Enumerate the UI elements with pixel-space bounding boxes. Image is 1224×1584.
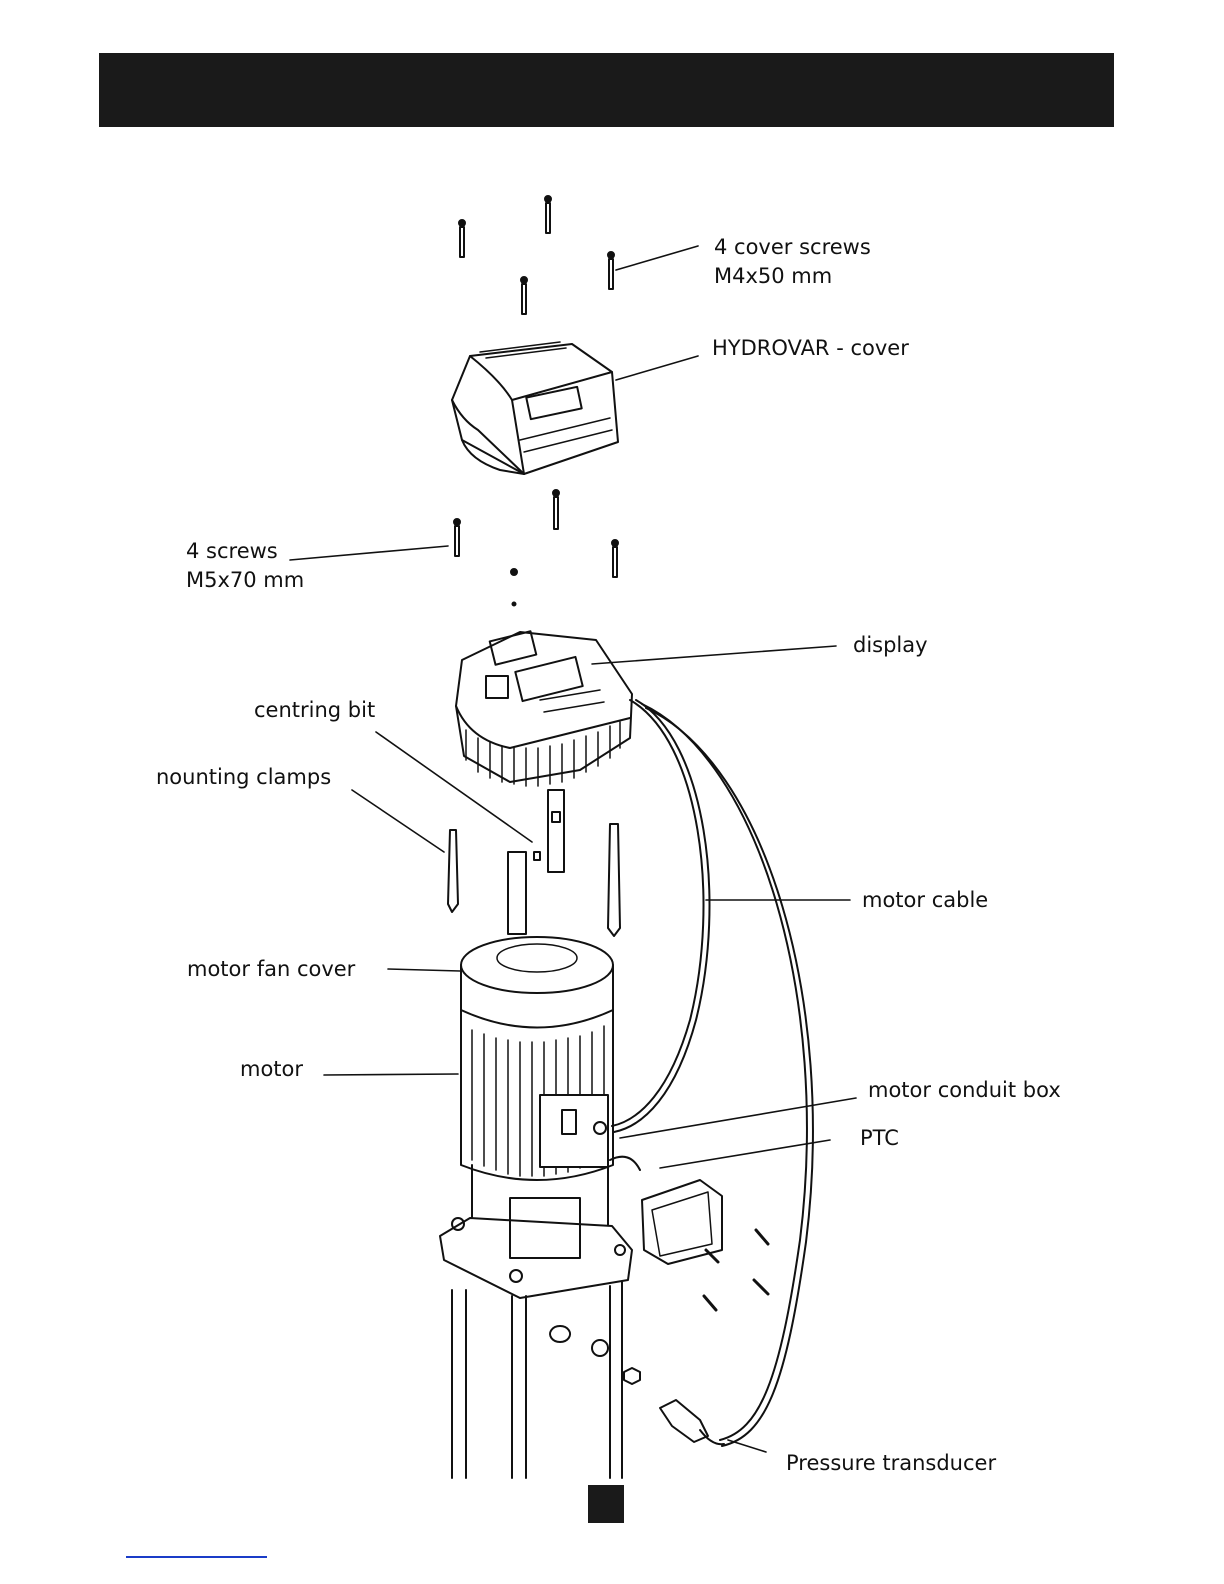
label-centring-bit: centring bit (254, 696, 375, 725)
cover-screws (459, 196, 614, 314)
footer-link-underline (126, 1556, 267, 1558)
motor-cable (612, 700, 813, 1446)
shaft (508, 852, 526, 934)
pump-body (440, 1165, 640, 1478)
ptc-wire (610, 1157, 640, 1170)
label-motor: motor (240, 1055, 303, 1084)
cover-screw (545, 196, 551, 233)
hydrovar-cover (452, 342, 618, 474)
label-pressure-transducer: Pressure transducer (786, 1449, 996, 1478)
label-motor-fan-cover: motor fan cover (187, 955, 355, 984)
body-screw (454, 519, 460, 556)
centring-bit (534, 790, 564, 872)
label-motor-cable: motor cable (862, 886, 988, 915)
motor (461, 937, 613, 1180)
mounting-clamps (448, 824, 620, 936)
display-unit (456, 631, 632, 786)
page-number-box (588, 1485, 624, 1523)
label-cover-screws: 4 cover screws (714, 233, 871, 262)
cover-screw (459, 220, 465, 257)
label-hydrovar-cover: HYDROVAR - cover (712, 334, 909, 363)
label-screws-size: M5x70 mm (186, 566, 304, 595)
label-cover-screws-size: M4x50 mm (714, 262, 832, 291)
label-ptc: PTC (860, 1124, 899, 1153)
body-screw (612, 540, 618, 577)
label-mounting-clamps: nounting clamps (156, 763, 331, 792)
label-display: display (853, 631, 928, 660)
conduit-box-lid (642, 1180, 722, 1264)
body-screws (454, 490, 618, 606)
cover-screw (608, 252, 614, 289)
label-screws: 4 screws (186, 537, 278, 566)
body-screw (553, 490, 559, 529)
label-motor-conduit-box: motor conduit box (868, 1076, 1061, 1105)
pressure-transducer (660, 1400, 724, 1444)
cover-screw (521, 277, 527, 314)
